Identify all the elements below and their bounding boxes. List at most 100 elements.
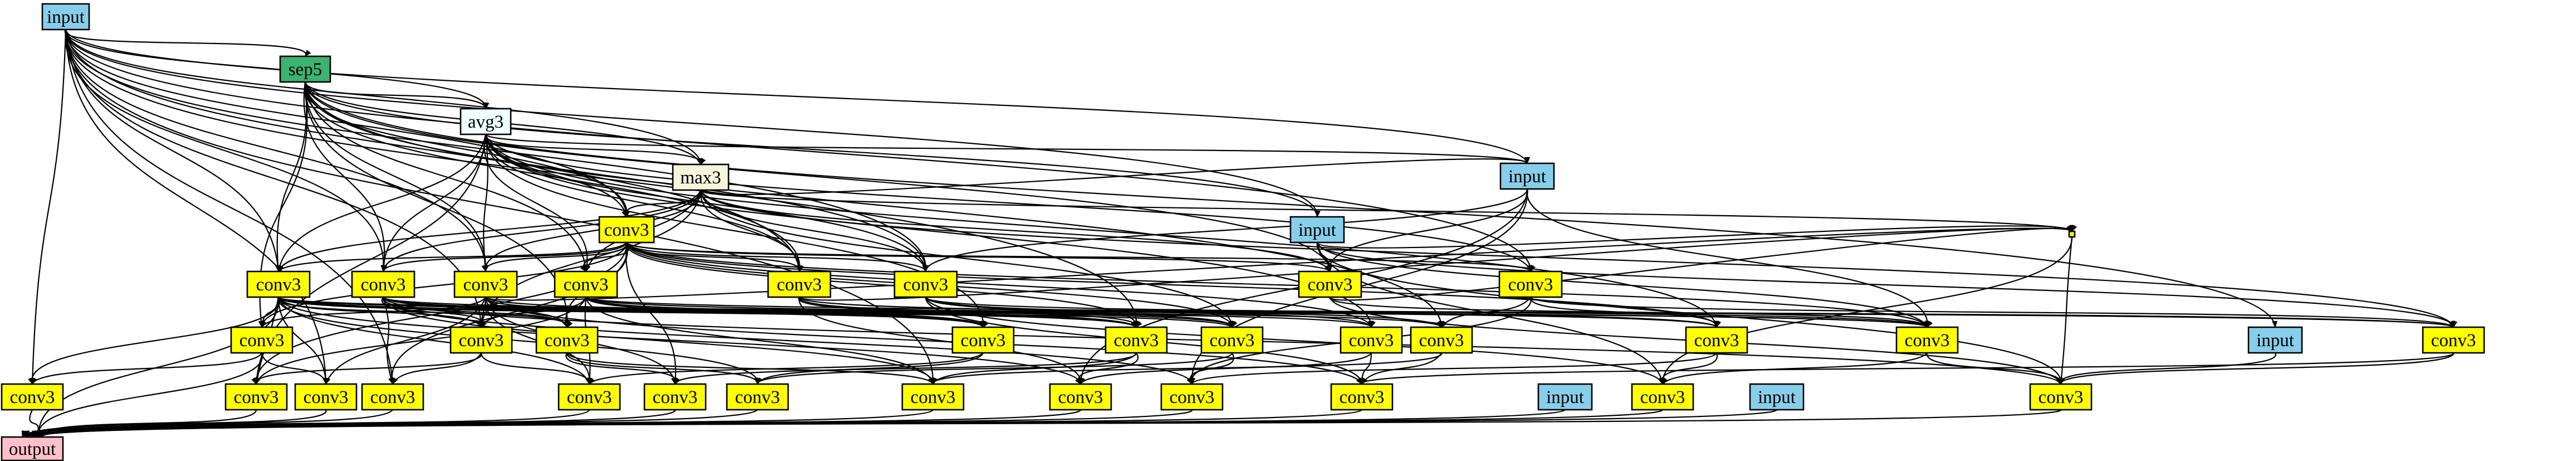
node-label-n8: conv3 <box>361 275 406 295</box>
edge-n1-to-n11 <box>304 81 803 272</box>
node-box-n29 <box>224 383 288 411</box>
edge-layer <box>21 29 2457 438</box>
edge-n15-to-n43 <box>35 352 263 438</box>
node-label-n17: conv3 <box>545 331 590 351</box>
edge-n10-to-n16 <box>480 297 587 328</box>
node-box-n16 <box>449 326 513 354</box>
node-label-n15: conv3 <box>239 331 285 351</box>
node-conv3-n34: conv3 <box>726 383 789 411</box>
node-input-n0: input <box>41 3 90 31</box>
edge-n5-to-n12 <box>625 242 928 272</box>
edge-n20-to-n34 <box>754 352 1233 385</box>
edge-n2-to-n5 <box>485 134 628 217</box>
edge-n3-to-n8 <box>380 190 702 272</box>
edge-n1-to-n6 <box>304 81 1320 217</box>
edge-n22-to-n35 <box>928 352 1443 385</box>
edge-n8-to-n35 <box>382 297 937 385</box>
edge-n8-to-n18 <box>382 297 984 328</box>
node-conv3-n37: conv3 <box>1160 383 1224 411</box>
edge-n13-to-n26 <box>1329 225 2076 301</box>
edge-n0-to-n1 <box>64 29 311 57</box>
node-label-n38: conv3 <box>1340 387 1385 407</box>
node-avg3-n2: avg3 <box>460 108 512 135</box>
node-box-n24 <box>1895 326 1959 354</box>
edge-n23-to-n37 <box>1190 352 1718 385</box>
edge-n2-to-n7 <box>277 134 487 272</box>
edge-n0-to-n28 <box>30 29 67 385</box>
edge-n5-to-n23 <box>625 242 1721 328</box>
node-box-n17 <box>535 326 599 354</box>
edge-n1-to-n10 <box>304 81 589 272</box>
node-box-n21 <box>1340 326 1403 354</box>
node-box-n20 <box>1200 326 1264 354</box>
node-label-n40: conv3 <box>2039 387 2084 407</box>
edge-n11-to-n19 <box>798 297 1142 328</box>
node-conv3-n12: conv3 <box>893 270 958 298</box>
node-conv3-n5: conv3 <box>598 216 655 244</box>
edge-n1-to-n22 <box>304 81 1444 328</box>
node-label-n19: conv3 <box>1114 331 1159 351</box>
node-box-n26 <box>2068 230 2076 238</box>
node-box-n19 <box>1104 326 1168 354</box>
edge-n6-to-n26 <box>1316 225 2075 249</box>
node-box-n37 <box>1160 383 1224 411</box>
node-box-n22 <box>1410 326 1473 354</box>
edge-n9-to-n30 <box>325 297 487 385</box>
node-box-n1 <box>279 55 331 83</box>
node-box-n4 <box>1499 162 1555 190</box>
edge-n17-to-n35 <box>566 352 934 385</box>
node-label-n12: conv3 <box>903 275 949 295</box>
node-box-n13 <box>1298 270 1362 298</box>
node-box-n28 <box>1 383 64 411</box>
edge-n1-to-n12 <box>304 81 929 272</box>
node-conv3-n32: conv3 <box>558 383 621 411</box>
node-box-n14 <box>1498 270 1563 298</box>
edge-n1-to-n17 <box>304 81 570 328</box>
node-box-n23 <box>1685 326 1748 354</box>
node-conv3-n17: conv3 <box>535 326 599 354</box>
edge-n0-to-n8 <box>65 29 387 272</box>
node-box-n5 <box>598 216 655 244</box>
edge-n14-to-n23 <box>1529 297 1721 328</box>
node-conv3-n8: conv3 <box>351 270 416 298</box>
edge-n1-to-n7 <box>275 81 307 272</box>
node-label-n16: conv3 <box>459 331 504 351</box>
node-max3-n3: max3 <box>672 163 730 191</box>
edge-n19-to-n33 <box>671 352 1137 385</box>
edge-n1-to-n8 <box>303 81 387 272</box>
node-label-n28: conv3 <box>10 387 55 407</box>
node-label-n36: conv3 <box>1058 387 1103 407</box>
edge-n10-to-n18 <box>585 297 986 328</box>
node-label-n11: conv3 <box>777 275 822 295</box>
edge-n7-to-n28 <box>28 297 280 385</box>
node-label-n4: input <box>1508 167 1546 187</box>
node-label-n3: max3 <box>680 168 721 188</box>
edge-n16-to-n29 <box>251 352 482 385</box>
edge-n11-to-n26 <box>799 225 2072 301</box>
node-box-n2 <box>460 108 512 135</box>
edge-n15-to-n28 <box>31 352 263 385</box>
node-conv3-n33: conv3 <box>643 383 707 411</box>
edge-n7-to-n32 <box>277 297 591 385</box>
node-conv3-n31: conv3 <box>361 383 424 411</box>
edge-n8-to-n37 <box>382 297 1195 385</box>
node-conv3-n25: conv3 <box>2422 326 2485 354</box>
node-conv3-n24: conv3 <box>1895 326 1959 354</box>
node-box-n38 <box>1330 383 1394 411</box>
node-label-n27: input <box>2256 331 2294 351</box>
node-conv3-n39: conv3 <box>1631 383 1694 411</box>
edge-n2-to-n4 <box>485 134 1530 164</box>
node-conv3-n21: conv3 <box>1340 326 1403 354</box>
node-box-n41 <box>1537 383 1593 411</box>
edge-n16-to-n32 <box>480 352 593 385</box>
node-label-n9: conv3 <box>463 275 509 295</box>
node-box-n18 <box>951 326 1015 354</box>
edge-n42-to-n43 <box>33 409 1778 438</box>
edge-n5-to-n33 <box>625 242 678 385</box>
edge-n5-to-n9 <box>481 242 628 272</box>
edge-n5-to-n15 <box>259 242 628 328</box>
node-conv3-n23: conv3 <box>1685 326 1748 354</box>
node-input-n27: input <box>2247 326 2303 354</box>
node-label-n2: avg3 <box>468 112 504 132</box>
node-conv3-n40: conv3 <box>2029 383 2093 411</box>
